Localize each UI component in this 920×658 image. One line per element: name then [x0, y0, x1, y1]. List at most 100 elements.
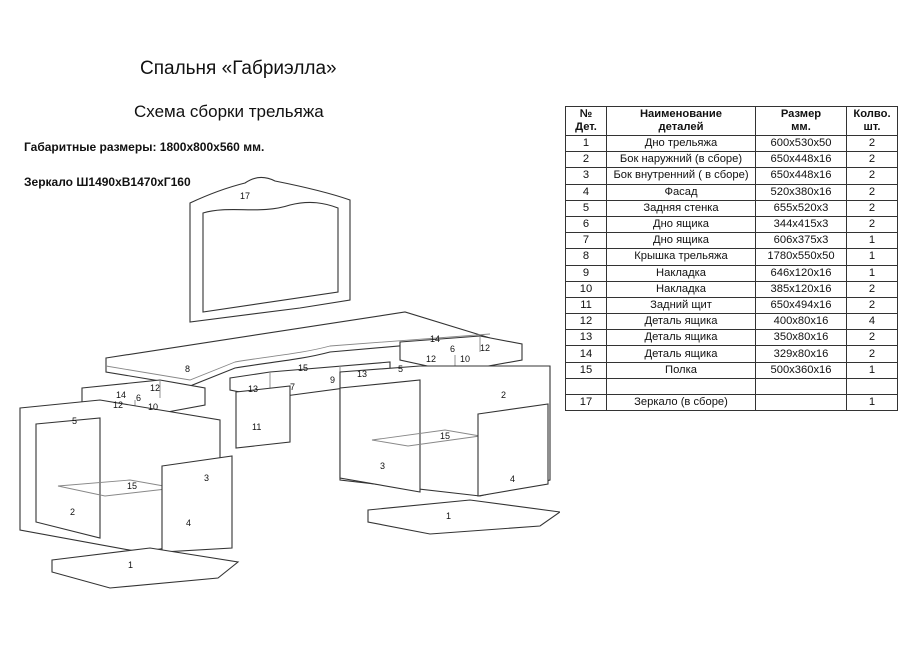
mirror-drawing: [189, 176, 351, 323]
cell-name: Бок внутренний ( в сборе): [606, 167, 756, 185]
label-12-right-b: 12: [426, 354, 436, 364]
cell-qty: 2: [846, 329, 898, 347]
table-row: [565, 377, 898, 396]
cell-no: 12: [565, 313, 607, 331]
cell-size: 500х360х16: [755, 361, 847, 379]
header-no-line1: №: [579, 108, 593, 120]
cell-no: 3: [565, 167, 607, 185]
cell-no: 1: [565, 134, 607, 153]
cell-size: 650х494х16: [755, 296, 847, 315]
cell-name: Деталь ящика: [606, 329, 756, 347]
cell-name: Дно ящика: [606, 232, 756, 250]
cell-size: 350х80х16: [755, 329, 847, 347]
header-qty: Колво. шт.: [846, 106, 898, 136]
header-qty-line2: шт.: [863, 121, 881, 133]
cell-qty: 2: [846, 199, 898, 217]
label-12-left-b: 12: [113, 400, 123, 410]
label-15-center: 15: [298, 363, 308, 373]
label-12-right-a: 12: [480, 343, 490, 353]
cell-name: Крышка трельяжа: [606, 248, 756, 266]
label-14-right: 14: [430, 334, 440, 344]
label-4-left: 4: [186, 518, 191, 528]
label-5-right: 5: [398, 364, 403, 374]
label-8: 8: [185, 364, 190, 374]
cell-no: 8: [565, 248, 607, 266]
cell-qty: 2: [846, 280, 898, 298]
label-1-right: 1: [446, 511, 451, 521]
label-9: 9: [330, 375, 335, 385]
right-pedestal-drawing: [339, 365, 551, 497]
label-6-left: 6: [136, 393, 141, 403]
cell-size: 655х520х3: [755, 199, 847, 217]
cell-qty: 2: [846, 215, 898, 234]
cell-name: Накладка: [606, 280, 756, 298]
cell-qty: 4: [846, 313, 898, 331]
label-13-center: 13: [248, 384, 258, 394]
cell-qty: [846, 377, 898, 396]
cell-qty: 2: [846, 151, 898, 169]
cell-size: 606х375х3: [755, 232, 847, 250]
cell-size: 344х415х3: [755, 215, 847, 234]
label-17: 17: [240, 191, 250, 201]
cell-size: 329х80х16: [755, 345, 847, 363]
label-14-left: 14: [116, 390, 126, 400]
page-title: Спальня «Габриэлла»: [140, 58, 337, 79]
cell-no: 6: [565, 215, 607, 234]
cell-qty: 2: [846, 345, 898, 363]
label-15-left: 15: [127, 481, 137, 491]
cell-name: Задний щит: [606, 296, 756, 315]
cell-name: Накладка: [606, 264, 756, 282]
header-name-line1: Наименование: [639, 108, 723, 120]
cell-qty: 1: [846, 361, 898, 379]
cell-no: 13: [565, 329, 607, 347]
cell-size: 520х380х16: [755, 183, 847, 201]
label-2-left: 2: [70, 507, 75, 517]
top-drawing: [105, 311, 491, 387]
cell-size: 400х80х16: [755, 313, 847, 331]
cell-qty: 2: [846, 183, 898, 201]
label-11: 11: [252, 422, 261, 432]
page-subtitle: Схема сборки трельяжа: [134, 102, 324, 121]
cell-no: 2: [565, 151, 607, 169]
cell-name: Фасад: [606, 183, 756, 201]
label-2-right: 2: [501, 390, 506, 400]
cell-no: 9: [565, 264, 607, 282]
cell-size: 385х120х16: [755, 280, 847, 298]
cell-no: 5: [565, 199, 607, 217]
cell-size: 650х448х16: [755, 151, 847, 169]
label-5-left: 5: [72, 416, 77, 426]
cell-no: [565, 377, 607, 396]
cell-no: 17: [565, 393, 607, 412]
header-qty-line1: Колво.: [853, 108, 891, 120]
cell-qty: 1: [846, 393, 898, 412]
cell-name: Деталь ящика: [606, 313, 756, 331]
label-15-right: 15: [440, 431, 450, 441]
cell-size: 600х530х50: [755, 134, 847, 153]
mirror-dimensions: Зеркало Ш1490хВ1470хГ160: [24, 175, 191, 189]
cell-size: [755, 377, 847, 396]
cell-qty: 2: [846, 167, 898, 185]
header-name: Наименование деталей: [606, 106, 756, 136]
header-size-line2: мм.: [791, 121, 811, 133]
back-panel-drawing: [235, 385, 291, 449]
overall-dimensions: Габаритные размеры: 1800х800х560 мм.: [24, 140, 265, 154]
cell-qty: 2: [846, 296, 898, 315]
parts-table: № Дет. Наименование деталей Размер мм. К…: [565, 106, 898, 412]
cell-qty: 1: [846, 232, 898, 250]
label-3-right: 3: [380, 461, 385, 471]
header-name-line2: деталей: [658, 121, 704, 133]
cell-size: 646х120х16: [755, 264, 847, 282]
label-6-right: 6: [450, 344, 455, 354]
